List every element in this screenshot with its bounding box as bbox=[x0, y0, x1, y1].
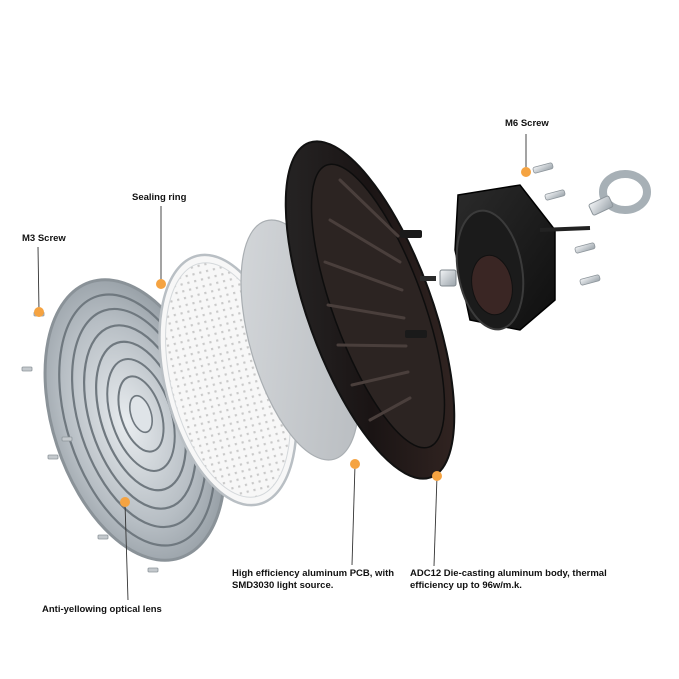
label-sealing-ring: Sealing ring bbox=[132, 192, 186, 204]
cable-gland bbox=[440, 270, 456, 286]
label-pcb-line1: High efficiency aluminum PCB, with bbox=[232, 568, 394, 580]
label-optical-lens: Anti-yellowing optical lens bbox=[42, 604, 162, 616]
label-m6-screw: M6 Screw bbox=[505, 118, 549, 130]
label-body: ADC12 Die-casting aluminum body, thermal… bbox=[410, 568, 607, 592]
driver-housing bbox=[448, 185, 590, 335]
eye-bolt bbox=[588, 174, 647, 216]
label-m3-screw: M3 Screw bbox=[22, 233, 66, 245]
leader-body bbox=[434, 476, 437, 566]
label-body-line2: efficiency up to 96w/m.k. bbox=[410, 580, 607, 592]
leader-m3 bbox=[38, 247, 39, 311]
label-pcb-line2: SMD3030 light source. bbox=[232, 580, 394, 592]
label-body-line1: ADC12 Die-casting aluminum body, thermal bbox=[410, 568, 607, 580]
leader-pcb bbox=[352, 465, 355, 565]
label-pcb: High efficiency aluminum PCB, with SMD30… bbox=[232, 568, 394, 592]
